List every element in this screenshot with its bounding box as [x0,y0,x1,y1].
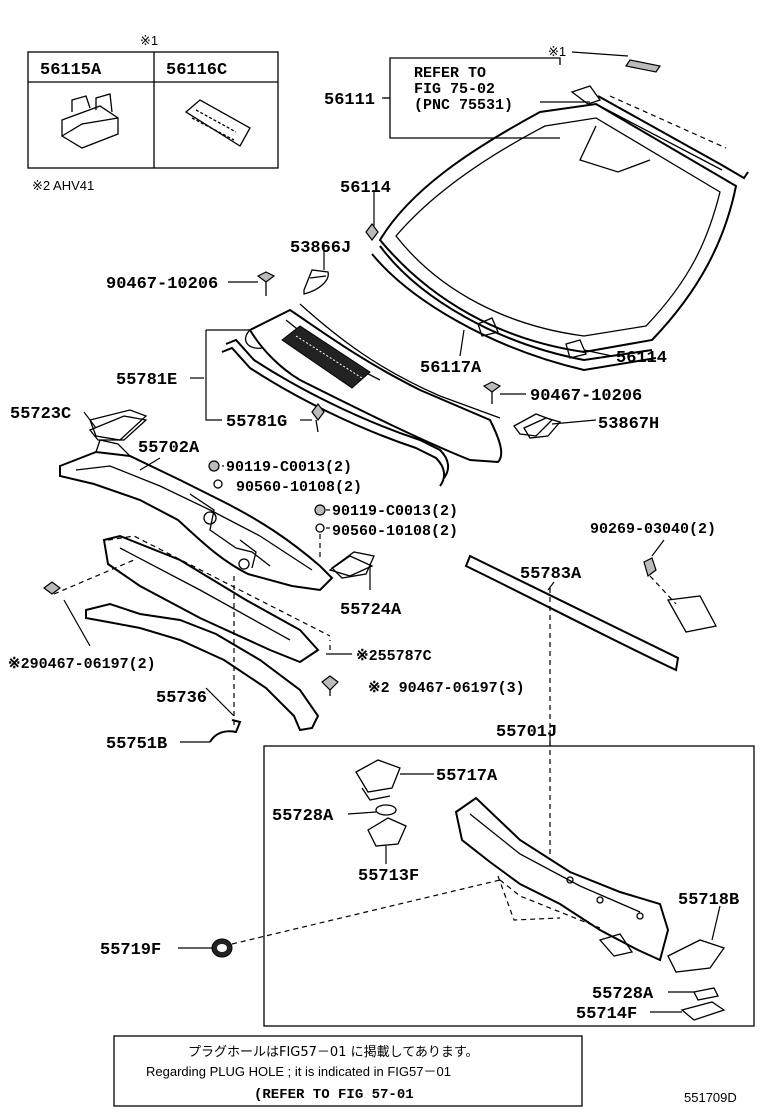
cowl-panel-lower [53,534,331,728]
inset-mark: ※1 [140,33,158,48]
label-55728A-bottom: 55728A [592,985,654,1004]
label-90269-03040: 90269-03040(2) [590,521,716,538]
inset-header-56116C: 56116C [166,61,227,80]
label-55728A-top: 55728A [272,807,334,826]
label-56117A: 56117A [420,359,482,378]
illustration-code: 551709D [684,1090,737,1105]
label-56114-top: 56114 [340,179,391,198]
label-55714F: 55714F [576,1005,637,1024]
label-90467-10206-a: 90467-10206 [106,275,218,294]
label-55717A: 55717A [436,767,498,786]
label-55781G: 55781G [226,413,287,432]
label-55719F: 55719F [100,941,161,960]
label-55751B: 55751B [106,735,167,754]
label-55783A: 55783A [520,565,582,584]
label-90119-C0013-a: 90119-C0013(2) [226,459,352,476]
cowl-louver [245,269,554,464]
label-53866J: 53866J [290,239,351,258]
label-55718B: 55718B [678,891,739,910]
footer-jp-text: プラグホールはFIG57－01 に掲載してあります。 [188,1044,479,1060]
seal-55736 [85,602,320,732]
inset-table: ※1 56115A 56116C ※2 AHV41 [27,33,279,193]
leader-lines [63,97,721,1013]
reference-box: ※1 REFER TO FIG 75-02 (PNC 75531) [384,44,629,139]
label-90467-06197-left: ※290467-06197(2) [8,656,156,673]
windshield-glass [365,59,749,372]
label-90467-10206-b: 90467-10206 [530,387,642,406]
reference-line-1: REFER TO [414,65,486,82]
inset-note: ※2 AHV41 [32,178,94,193]
label-53867H: 53867H [598,415,659,434]
label-90560-10108-b: 90560-10108(2) [332,523,458,540]
label-55787C: ※255787C [356,648,432,665]
label-55713F: 55713F [358,867,419,886]
inset-header-56115A: 56115A [40,61,102,80]
part-labels: 56111 56114 53866J 90467-10206 56117A 56… [8,91,739,1024]
dash-panel-box [263,745,755,1027]
clip-56116C-drawing [184,99,251,147]
reference-line-2: FIG 75-02 [414,81,495,98]
label-56114-bottom: 56114 [616,349,667,368]
weatherstrip-seals [221,338,450,487]
label-90119-C0013-b: 90119-C0013(2) [332,503,458,520]
label-90467-06197-right: ※2 90467-06197(3) [368,680,525,697]
label-55702A: 55702A [138,439,200,458]
label-55701J: 55701J [496,723,557,742]
label-55723C: 55723C [10,405,71,424]
reference-mark: ※1 [548,44,566,59]
footer-note: プラグホールはFIG57－01 に掲載してあります。 Regarding PLU… [113,1035,737,1107]
label-55736: 55736 [156,689,207,708]
label-55724A: 55724A [340,601,402,620]
reference-line-3: (PNC 75531) [414,97,513,114]
footer-ref-text: (REFER TO FIG 57-01 [254,1087,414,1103]
cowl-panel-upper [59,409,374,592]
label-56111: 56111 [324,91,375,110]
clip-56115A-drawing [61,93,119,149]
label-55781E: 55781E [116,371,177,390]
label-90560-10108-a: 90560-10108(2) [236,479,362,496]
footer-en-text: Regarding PLUG HOLE ; it is indicated in… [146,1064,451,1079]
